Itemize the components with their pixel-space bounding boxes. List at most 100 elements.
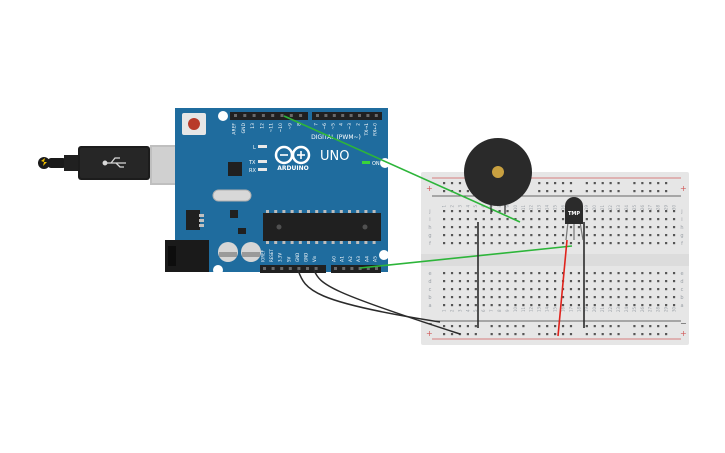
ground-wire[interactable] [297, 269, 441, 323]
header-pin[interactable] [234, 114, 237, 117]
header-pin[interactable] [349, 114, 353, 117]
header-pin[interactable] [366, 267, 370, 270]
pin-label: A0 [332, 256, 338, 262]
column-number: 20 [592, 205, 597, 211]
pin-label: ~9 [287, 123, 293, 130]
column-number: 23 [616, 205, 621, 211]
power-wire-5v[interactable] [313, 269, 461, 335]
column-number: 1 [442, 205, 447, 208]
column-number: 24 [624, 306, 629, 312]
column-number: 8 [497, 205, 502, 208]
header-pin[interactable] [350, 267, 354, 270]
rail-minus-label: − [680, 319, 687, 328]
column-number: 13 [537, 306, 542, 312]
header-pin[interactable] [316, 114, 319, 117]
column-number: 23 [616, 306, 621, 312]
column-number: 10 [513, 306, 518, 312]
header-pin[interactable] [252, 114, 256, 117]
column-number: 8 [497, 309, 502, 312]
row-letter: b [428, 295, 431, 301]
usb-chip [228, 162, 242, 176]
digital-header-left [230, 112, 308, 120]
pin-label: A5 [373, 256, 379, 262]
pin-label: 3.3V [278, 253, 283, 262]
pin-label: A4 [364, 256, 370, 262]
header-pin[interactable] [299, 114, 303, 117]
row-letter: a [680, 303, 683, 309]
pin-label: ~5 [330, 123, 336, 130]
power-jack [165, 240, 209, 272]
column-number: 11 [521, 306, 526, 312]
sensor-power-wire[interactable] [557, 239, 568, 337]
pin-label: TX→1 [364, 123, 370, 137]
pin-label: A1 [340, 256, 346, 262]
rx-led [258, 168, 267, 171]
header-pin[interactable] [358, 114, 361, 117]
signal-wire-sensor[interactable] [359, 245, 573, 269]
piezo-buzzer[interactable] [464, 138, 532, 214]
header-pin[interactable] [271, 114, 275, 117]
header-pin[interactable] [280, 114, 284, 117]
header-pin[interactable] [366, 114, 370, 117]
column-number: 14 [545, 306, 550, 312]
header-pin[interactable] [324, 114, 328, 117]
signal-wire-buzzer[interactable] [283, 115, 521, 223]
column-number: 25 [632, 306, 637, 312]
row-letter: d [680, 279, 683, 285]
header-pin[interactable] [306, 267, 309, 270]
header-pin[interactable] [271, 267, 275, 270]
row-letter: e [428, 271, 431, 277]
pin-label: RX←0 [372, 123, 378, 136]
row-letter: f [681, 241, 683, 247]
column-number: 17 [568, 306, 573, 312]
digital-header-right [312, 112, 382, 120]
voltage-regulator [186, 210, 200, 230]
pin-label: A3 [356, 256, 362, 262]
column-number: 19 [584, 205, 589, 211]
header-pin[interactable] [332, 114, 336, 117]
header-pin[interactable] [375, 267, 378, 270]
pin-label: ~6 [322, 123, 328, 130]
column-number: 27 [648, 306, 653, 312]
header-pin[interactable] [297, 267, 301, 270]
column-number: 20 [592, 306, 597, 312]
column-number: 2 [449, 205, 454, 208]
pin-label: 2 [356, 123, 362, 126]
column-number: 28 [656, 306, 661, 312]
header-pin[interactable] [342, 267, 346, 270]
header-pin[interactable] [341, 114, 345, 117]
pin-label: GND [295, 253, 300, 262]
pin-label: ~3 [347, 123, 353, 130]
header-pin[interactable] [314, 267, 318, 270]
column-number: 12 [529, 306, 534, 312]
column-number: 22 [608, 306, 613, 312]
header-pin[interactable] [288, 267, 292, 270]
header-pin[interactable] [280, 267, 284, 270]
power-label: POWER [301, 276, 323, 283]
wires [283, 115, 585, 337]
board-brand: ARDUINO [277, 165, 308, 172]
pin-label: IOREF [261, 249, 266, 262]
column-number: 11 [521, 205, 526, 211]
header-pin[interactable] [261, 114, 265, 117]
column-number: 13 [537, 205, 542, 211]
header-pin[interactable] [334, 267, 337, 270]
l-led [258, 145, 267, 148]
column-number: 19 [584, 306, 589, 312]
column-number: 5 [473, 205, 478, 208]
column-number: 26 [640, 306, 645, 312]
header-pin[interactable] [289, 114, 293, 117]
reset-button[interactable] [182, 113, 206, 135]
pin-label: Vin [312, 255, 317, 262]
header-pin[interactable] [263, 267, 266, 270]
mounting-hole [213, 265, 223, 275]
header-pin[interactable] [243, 114, 247, 117]
row-letter: j [680, 209, 682, 215]
header-pin[interactable] [374, 114, 378, 117]
pin-label: AREF [232, 123, 238, 135]
row-letter: j [428, 209, 430, 215]
pin-label: 13 [250, 123, 256, 129]
tmp36-sensor[interactable]: TMP [565, 197, 584, 241]
